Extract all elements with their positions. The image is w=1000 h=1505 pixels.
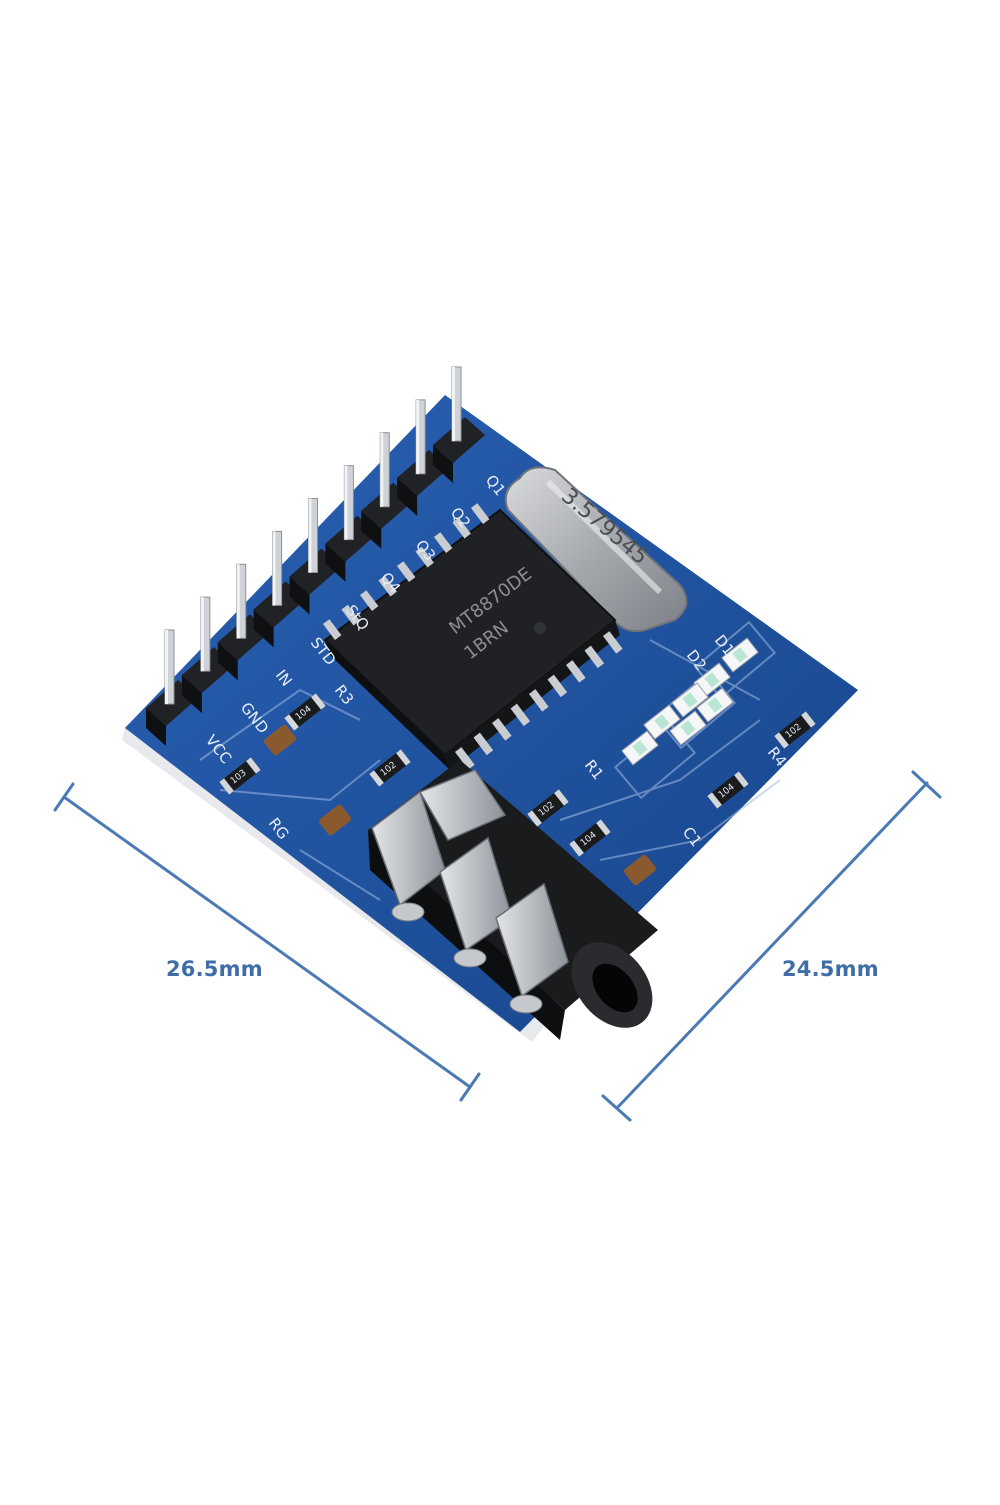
chip-leg xyxy=(473,732,494,756)
chip-leg xyxy=(584,645,605,669)
chip-leg xyxy=(322,619,342,640)
chip-leg xyxy=(547,674,568,698)
smd-capacitor xyxy=(264,724,296,756)
decoder-chip: MT8870DE 1BRN xyxy=(322,503,623,770)
chip-leg xyxy=(396,561,416,582)
led xyxy=(621,730,659,766)
led xyxy=(643,704,681,740)
smd-resistor: 104 xyxy=(569,819,611,857)
smd-resistor: 104 xyxy=(707,771,749,809)
smd-resistor: 102 xyxy=(527,789,569,827)
led xyxy=(696,687,734,723)
dimension-depth-label: 24.5mm xyxy=(782,957,879,981)
audio-jack-icon xyxy=(368,760,658,1040)
chip-leg xyxy=(603,631,623,654)
chip-leg xyxy=(492,718,512,741)
led xyxy=(669,710,707,746)
smd-resistor: 103 xyxy=(219,757,261,795)
dimension-depth-line xyxy=(601,770,942,1122)
chip-leg xyxy=(510,703,531,727)
dimension-width-line xyxy=(53,782,481,1102)
header-pin xyxy=(433,366,485,483)
led xyxy=(671,682,709,718)
dimension-width-label: 26.5mm xyxy=(166,957,263,981)
chip-leg xyxy=(359,590,379,611)
smd-resistor: 102 xyxy=(774,711,816,749)
chip-leg xyxy=(378,575,397,597)
smd-resistor: 104 xyxy=(284,693,326,731)
smd-capacitor xyxy=(319,804,351,836)
pin-header xyxy=(146,366,485,746)
chip-leg xyxy=(470,503,490,524)
chip-leg xyxy=(528,689,549,712)
smd-capacitor xyxy=(624,854,656,886)
chip-legs xyxy=(322,503,623,770)
chip-leg xyxy=(433,532,453,553)
chip-leg xyxy=(341,604,360,626)
smd-resistor: 102 xyxy=(369,749,411,787)
chip-leg xyxy=(452,517,471,539)
led-array xyxy=(621,637,759,766)
led xyxy=(721,637,759,673)
chip-leg xyxy=(415,546,434,568)
chip-leg xyxy=(565,660,586,683)
chip-leg xyxy=(454,747,475,770)
